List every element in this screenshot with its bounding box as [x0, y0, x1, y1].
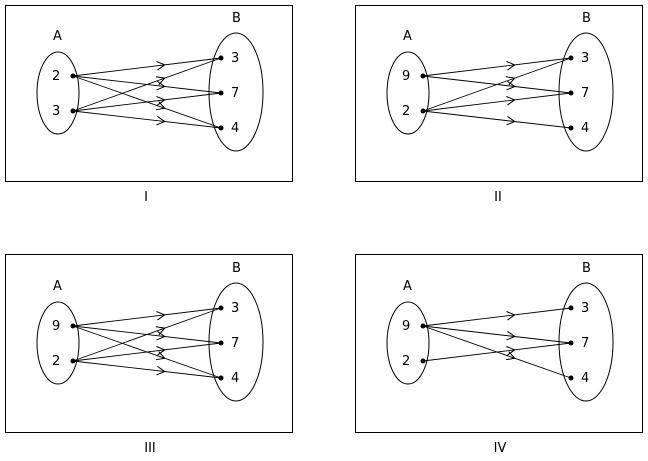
b-element-1: 7: [231, 336, 239, 351]
set-a-ellipse: [36, 51, 80, 135]
panel-frame: [355, 5, 643, 182]
set-a-label: A: [53, 29, 62, 44]
set-b-label: B: [232, 261, 241, 276]
mapping-arrow-3-to-7: [72, 92, 222, 112]
panel-iv: A B 9 2 3 7 4 IV: [355, 254, 643, 456]
mapping-arrow-2-to-7: [422, 92, 572, 112]
mapping-arrow-2-to-4: [422, 110, 572, 129]
a-element-1: 2: [52, 354, 60, 369]
b-element-2: 4: [231, 121, 239, 136]
arrowhead-2-to-7: [506, 96, 516, 106]
a-element-0: 9: [52, 319, 60, 334]
a-element-0: 9: [402, 69, 410, 84]
mapping-arrow-2-to-3: [422, 57, 572, 112]
mapping-arrow-9-to-3: [422, 307, 572, 327]
arrowhead-9-to-4: [155, 351, 166, 361]
set-a-ellipse: [386, 301, 430, 385]
arrowhead-9-to-3: [506, 311, 516, 321]
a-element-1: 2: [402, 354, 410, 369]
arrowhead-9-to-7: [506, 330, 516, 341]
arrowhead-2-to-4: [155, 101, 166, 111]
panel-iii: A B 9 2 3 7 4 III: [5, 254, 293, 456]
a-element-1: 2: [402, 104, 410, 119]
mapping-arrow-9-to-7: [422, 325, 572, 344]
arrowhead-3-to-7: [156, 96, 166, 106]
set-b-label: B: [232, 11, 241, 26]
mapping-edges: [420, 305, 574, 381]
a-element-1: 3: [52, 104, 60, 119]
set-b-label: B: [582, 11, 591, 26]
panel-caption: III: [144, 441, 156, 456]
panel-frame: [355, 254, 643, 433]
b-element-2: 4: [231, 371, 239, 386]
panel-caption: IV: [494, 441, 507, 456]
arrowhead-2-to-4: [506, 115, 516, 126]
set-a-label: A: [403, 29, 412, 44]
arrowhead-2-to-3: [156, 61, 166, 71]
arrowhead-9-to-3: [506, 61, 516, 71]
arrowhead-9-to-4: [505, 351, 516, 361]
mapping-arrow-2-to-7: [422, 342, 572, 362]
panel-frame: [5, 254, 293, 433]
mapping-arrow-9-to-3: [422, 57, 572, 77]
mapping-arrow-9-to-3: [72, 307, 222, 327]
arrowhead-3-to-4: [156, 115, 166, 126]
mapping-arrow-3-to-4: [72, 110, 222, 129]
panel-frame: [5, 5, 293, 182]
set-a-label: A: [403, 279, 412, 294]
set-a-label: A: [53, 279, 62, 294]
arrowhead-2-to-7: [506, 346, 516, 356]
arrowhead-2-to-3: [155, 326, 166, 336]
panel-caption: I: [144, 190, 148, 205]
panel-i: A B 2 3 3 7 4 I: [5, 5, 293, 205]
a-element-0: 9: [402, 319, 410, 334]
mapping-arrow-2-to-7: [72, 342, 222, 362]
mapping-edges: [70, 55, 224, 131]
b-element-1: 7: [581, 86, 589, 101]
b-element-1: 7: [581, 336, 589, 351]
mapping-arrow-2-to-4: [72, 360, 222, 379]
b-element-2: 4: [581, 121, 589, 136]
b-element-2: 4: [581, 371, 589, 386]
mapping-arrow-2-to-3: [72, 307, 222, 362]
panel-ii: A B 9 2 3 7 4 II: [355, 5, 643, 205]
arrowhead-2-to-7: [156, 346, 166, 356]
b-element-1: 7: [231, 86, 239, 101]
arrowhead-2-to-4: [156, 365, 166, 376]
a-element-0: 2: [52, 69, 60, 84]
arrowhead-3-to-3: [155, 76, 166, 86]
mapping-edges: [420, 55, 574, 131]
panel-caption: II: [494, 190, 502, 205]
set-a-ellipse: [36, 301, 80, 385]
mapping-arrow-2-to-3: [72, 57, 222, 77]
b-element-0: 3: [581, 301, 589, 316]
b-element-0: 3: [231, 51, 239, 66]
mapping-arrow-3-to-3: [72, 57, 222, 112]
set-a-ellipse: [386, 51, 430, 135]
b-element-0: 3: [581, 51, 589, 66]
arrowhead-2-to-3: [505, 76, 516, 86]
mapping-edges: [70, 305, 224, 381]
b-element-0: 3: [231, 301, 239, 316]
arrowhead-9-to-3: [156, 311, 166, 321]
set-b-label: B: [582, 261, 591, 276]
